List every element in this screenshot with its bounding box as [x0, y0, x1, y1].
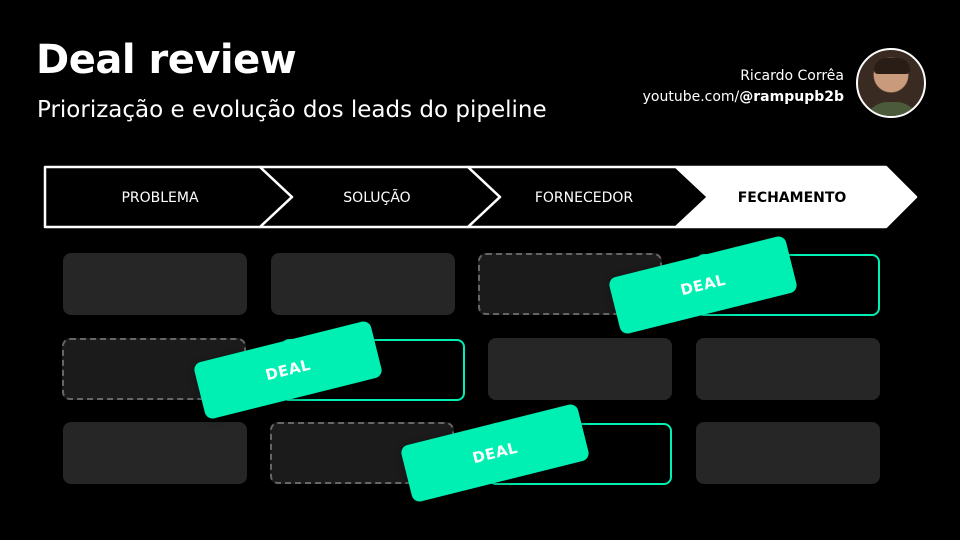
- deal-tag[interactable]: DEAL: [607, 234, 799, 336]
- author-channel[interactable]: youtube.com/@rampupb2b: [643, 87, 844, 108]
- stage-label-fechamento: FECHAMENTO: [737, 190, 847, 206]
- stage-label-problema: PROBLEMA: [121, 190, 199, 206]
- lead-card: [488, 338, 672, 400]
- avatar: [856, 48, 926, 118]
- deal-tag[interactable]: DEAL: [399, 402, 591, 504]
- channel-prefix: youtube.com/: [642, 89, 740, 105]
- channel-handle: @rampupb2b: [739, 89, 844, 105]
- stage-label-fornecedor: FORNECEDOR: [534, 190, 634, 206]
- lead-card: [63, 422, 247, 484]
- stage-label-solucao: SOLUÇÃO: [343, 190, 411, 206]
- deal-tag[interactable]: DEAL: [192, 319, 384, 421]
- page-title: Deal review: [36, 37, 297, 83]
- lead-card: [271, 253, 455, 315]
- lead-card: [63, 253, 247, 315]
- author-info: Ricardo Corrêa youtube.com/@rampupb2b: [643, 66, 844, 108]
- lead-card: [696, 338, 880, 400]
- author-name: Ricardo Corrêa: [740, 68, 844, 84]
- lead-card: [696, 422, 880, 484]
- page-subtitle: Priorização e evolução dos leads do pipe…: [37, 97, 547, 123]
